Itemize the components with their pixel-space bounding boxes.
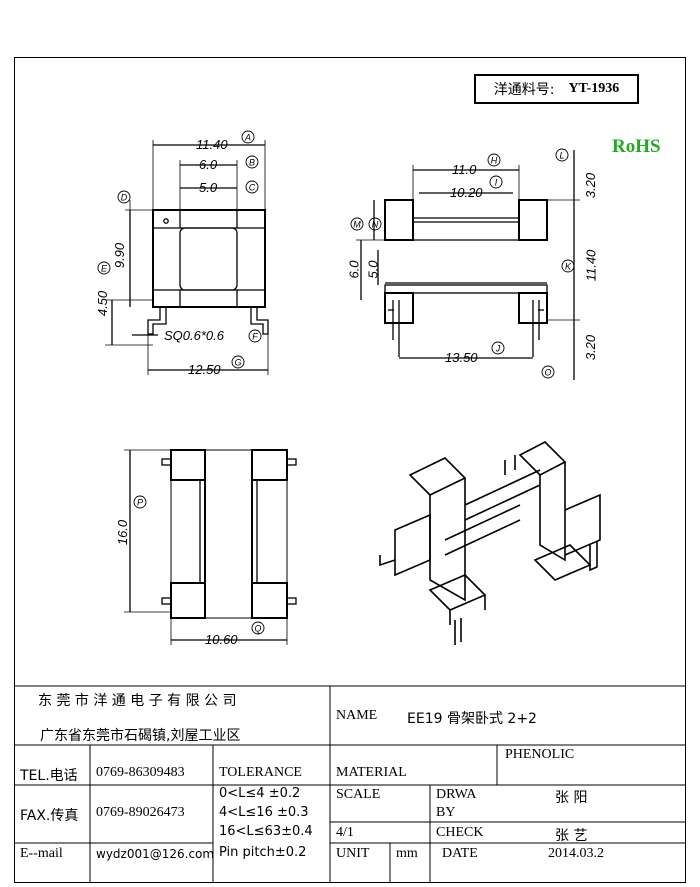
callout-letter-l: L	[559, 151, 564, 161]
dim-a: 11.40	[196, 137, 228, 152]
callout-c	[245, 180, 259, 194]
dim-sq: SQ0.6*0.6	[164, 328, 224, 343]
callout-letter-e: E	[101, 264, 108, 274]
callout-letter-a: A	[244, 133, 251, 143]
fax-value: 0769-89026473	[96, 805, 185, 820]
callout-i	[489, 175, 503, 189]
callout-g	[231, 355, 245, 369]
material-value: PHENOLIC	[505, 747, 575, 762]
callout-letter-i: I	[495, 178, 498, 188]
callout-letter-q: Q	[254, 624, 261, 634]
dim-p: 16.0	[115, 519, 131, 546]
drawn-label-1: DRWA	[436, 787, 477, 802]
drawn-value: 张 阳	[555, 790, 588, 806]
dim-b: 6.0	[199, 157, 218, 172]
callout-m	[350, 217, 364, 231]
callout-letter-k: K	[565, 262, 572, 272]
front-view	[105, 140, 269, 375]
part-number-box: 洋通料号: YT-1936	[474, 74, 639, 104]
callout-letter-f: F	[252, 332, 258, 342]
isometric-view	[379, 441, 601, 645]
company-name: 东 莞 市 洋 通 电 子 有 限 公 司	[38, 693, 237, 709]
company-address: 广东省东莞市石碣镇,刘屋工业区	[40, 728, 241, 744]
tel-value: 0769-86309483	[96, 765, 185, 780]
callout-h	[487, 153, 501, 167]
callout-letter-c: C	[249, 183, 256, 193]
tolerance-row-1: 0<L≤4 ±0.2	[219, 786, 301, 801]
dim-d: 9.90	[112, 242, 128, 269]
callout-letter-j: J	[495, 344, 501, 354]
callout-letter-g: G	[234, 358, 241, 368]
dim-k: 11.40	[583, 249, 599, 282]
callout-letter-h: H	[491, 156, 498, 166]
callout-p	[133, 495, 147, 509]
callout-letter-o: O	[544, 368, 551, 378]
dim-m: 6.0	[346, 260, 362, 279]
scale-value: 4/1	[336, 825, 354, 840]
callout-d	[117, 190, 131, 204]
unit-label: UNIT	[336, 846, 370, 861]
callout-q	[251, 621, 265, 635]
material-label: MATERIAL	[336, 765, 407, 780]
dim-j: 13.50	[445, 350, 478, 365]
tolerance-row-3: 16<L≤63±0.4	[219, 824, 313, 839]
callout-k	[561, 259, 575, 273]
callout-letter-d: D	[121, 193, 128, 203]
dim-o: 3.20	[583, 334, 599, 361]
dim-g: 12.50	[188, 362, 221, 377]
check-label: CHECK	[436, 825, 484, 840]
scale-label: SCALE	[336, 787, 381, 802]
callout-f	[248, 329, 262, 343]
callout-o	[541, 365, 555, 379]
callout-letter-p: P	[137, 498, 143, 508]
tel-label: TEL.电话	[20, 768, 78, 784]
bottom-view	[124, 449, 297, 645]
date-label: DATE	[442, 846, 478, 861]
dim-q: 10.60	[205, 632, 238, 647]
name-label: NAME	[336, 708, 378, 723]
side-view	[356, 150, 580, 380]
dim-l: 3.20	[583, 172, 599, 199]
tolerance-label: TOLERANCE	[219, 765, 302, 780]
callout-letter-b: B	[249, 158, 255, 168]
drawn-label-2: BY	[436, 805, 456, 820]
dim-h: 11.0	[452, 162, 477, 177]
callout-n	[368, 217, 382, 231]
name-value: EE19 骨架卧式 2+2	[407, 711, 537, 727]
callout-letter-n: N	[372, 220, 379, 230]
dim-i: 10.20	[450, 185, 483, 200]
callout-a	[241, 130, 255, 144]
callout-b	[245, 155, 259, 169]
tolerance-row-4: Pin pitch±0.2	[219, 845, 307, 860]
dim-e: 4.50	[95, 290, 111, 317]
dim-n: 5.0	[365, 260, 381, 279]
fax-label: FAX.传真	[20, 808, 79, 824]
callout-e	[97, 261, 111, 275]
unit-value: mm	[396, 846, 418, 861]
part-number-label: 洋通料号:	[493, 82, 555, 98]
rohs-mark: RoHS	[612, 136, 661, 157]
drawing-sheet	[14, 57, 686, 883]
email-label: E--mail	[20, 846, 63, 861]
tolerance-row-2: 4<L≤16 ±0.3	[219, 805, 309, 820]
part-number: YT-1936	[568, 81, 620, 96]
dim-c: 5.0	[199, 180, 218, 195]
date-value: 2014.03.2	[548, 846, 604, 861]
email-value: wydz001@126.com	[96, 847, 215, 861]
callout-letter-m: M	[353, 220, 361, 230]
callout-j	[491, 341, 505, 355]
callout-l	[555, 148, 569, 162]
title-block-grid	[14, 685, 686, 883]
check-value: 张 艺	[555, 828, 588, 844]
